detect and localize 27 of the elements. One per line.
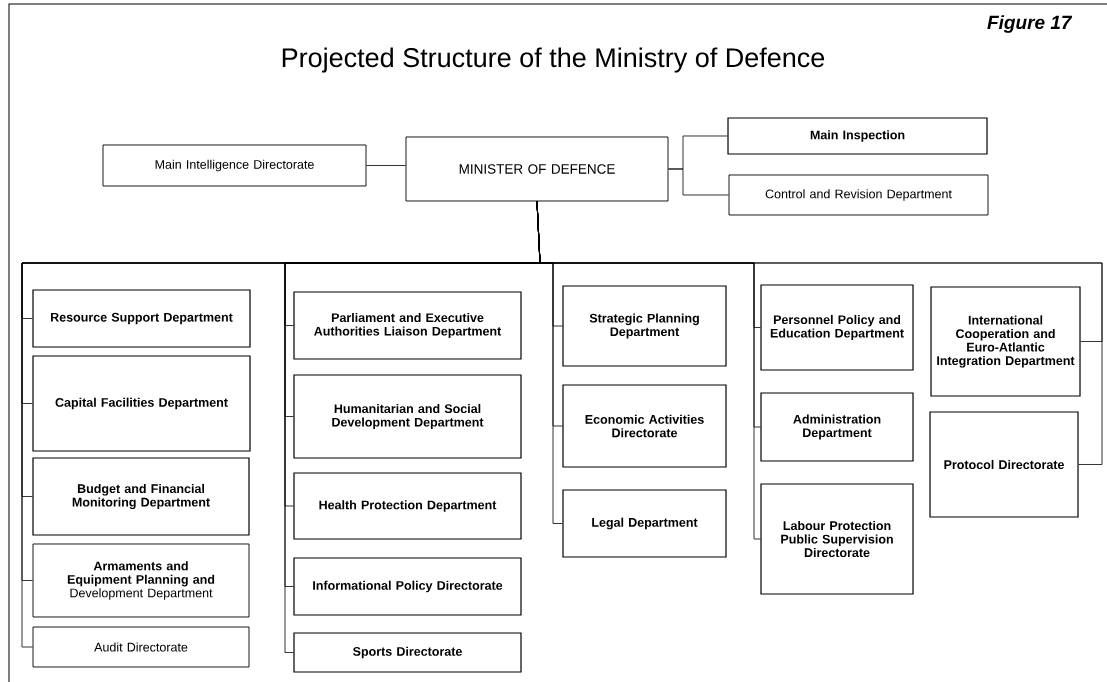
department-box: International Cooperation and Euro-Atlantic Integration Department <box>930 286 1081 397</box>
department-box: Main Inspection <box>727 117 988 155</box>
department-box: Personnel Policy and Education Department <box>760 284 914 371</box>
department-box: Health Protection Department <box>293 472 522 540</box>
department-box: Armaments and Equipment Planning and Development Department <box>32 543 250 618</box>
connector-line <box>536 201 1103 465</box>
department-box: Administration Department <box>760 392 914 462</box>
department-box: Economic Activities Directorate <box>562 384 727 468</box>
department-box: Control and Revision Department <box>728 174 989 216</box>
minister-box: MINISTER OF DEFENCE <box>405 136 669 202</box>
department-box: Sports Directorate <box>293 632 522 673</box>
figure-number: Figure 17 <box>987 15 1073 33</box>
department-box: Protocol Directorate <box>929 411 1079 518</box>
department-box: Audit Directorate <box>32 626 250 668</box>
department-box: Strategic Planning Department <box>562 285 727 367</box>
connector-line <box>366 165 406 166</box>
department-box: Legal Department <box>562 489 727 558</box>
department-box: Labour Protection Public Supervision Directorate <box>760 483 914 595</box>
department-box: Main Intelligence Directorate <box>102 144 367 187</box>
department-box: Capital Facilities Department <box>32 355 251 452</box>
department-box: Budget and Financial Monitoring Department <box>32 457 250 536</box>
title: Projected Structure of the Ministry of Defence <box>282 47 825 73</box>
connector-line <box>668 168 729 196</box>
department-box: Resource Support Department <box>32 289 251 348</box>
department-box: Parliament and Executive Authorities Liaison Department <box>293 291 522 360</box>
department-box: Humanitarian and Social Development Department <box>293 374 522 459</box>
department-box: Informational Policy Directorate <box>293 557 522 616</box>
